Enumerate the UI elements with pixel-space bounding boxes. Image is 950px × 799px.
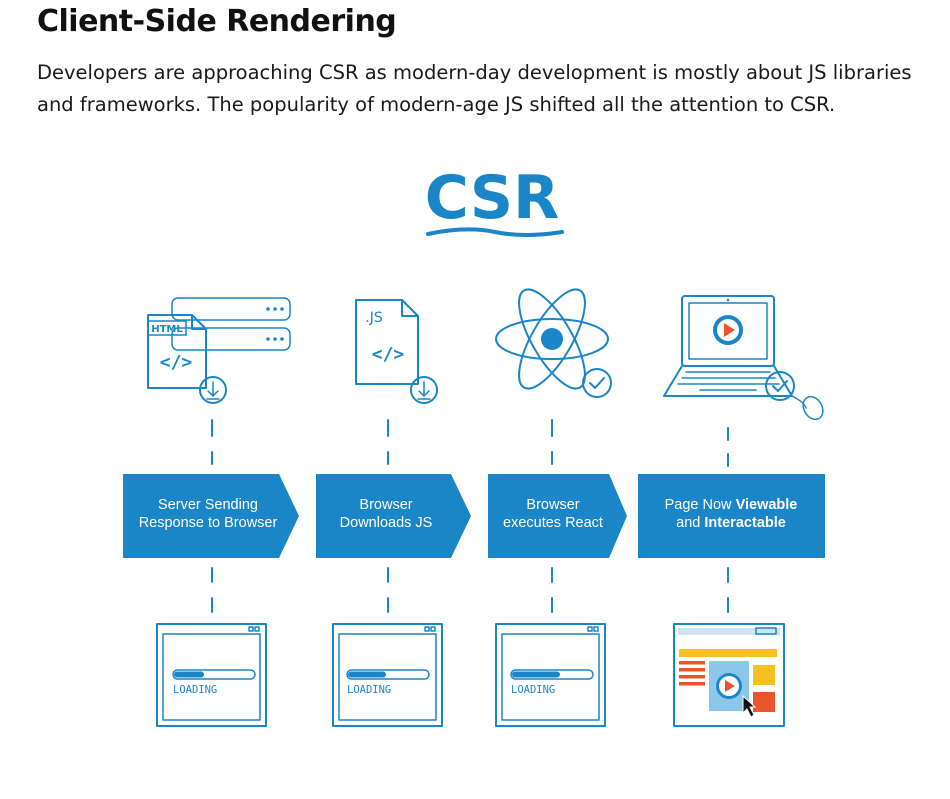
- step-4-line-1: Page Now Viewable: [665, 497, 798, 513]
- laptop-video-icon: [663, 295, 824, 421]
- step-banner-4: Page Now Viewable and Interactable: [638, 474, 825, 558]
- js-file-tag: .JS: [365, 310, 383, 326]
- html-file-tag: HTML: [151, 324, 183, 335]
- connectors-bottom: [211, 567, 729, 613]
- step-1-line-1: Server Sending: [158, 497, 258, 513]
- rendered-page-icon: [673, 623, 785, 727]
- loading-label-1: LOADING: [173, 684, 217, 696]
- connectors-top: [211, 419, 729, 467]
- step-2-line-1: Browser: [359, 497, 412, 513]
- html-file-download-icon: HTML </>: [147, 297, 291, 404]
- step-banner-3: Browser executes React: [488, 474, 627, 558]
- step-4-line-2: and Interactable: [676, 515, 786, 531]
- step-3-line-1: Browser: [526, 497, 579, 513]
- js-code-tag: </>: [372, 344, 405, 365]
- loading-label-2: LOADING: [347, 684, 391, 696]
- step-banner-2: Browser Downloads JS: [316, 474, 471, 558]
- html-code-tag: </>: [160, 352, 193, 373]
- step-3-line-2: executes React: [503, 515, 603, 531]
- title-underline: [426, 227, 564, 237]
- loading-screen-1: LOADING: [156, 623, 267, 727]
- loading-label-3: LOADING: [511, 684, 555, 696]
- js-file-download-icon: .JS </>: [355, 299, 438, 404]
- loading-screen-2: LOADING: [332, 623, 443, 727]
- react-atom-icon: [495, 288, 612, 398]
- step-banner-1: Server Sending Response to Browser: [123, 474, 299, 558]
- csr-diagram: CSR HTML </> .JS </>: [0, 140, 950, 799]
- diagram-title: CSR: [425, 163, 560, 233]
- section-paragraph: Developers are approaching CSR as modern…: [37, 61, 912, 116]
- csr-diagram-svg: CSR HTML </> .JS </>: [123, 163, 825, 727]
- loading-screen-3: LOADING: [495, 623, 606, 727]
- step-1-line-2: Response to Browser: [139, 515, 278, 531]
- step-2-line-2: Downloads JS: [340, 515, 433, 531]
- section-heading: Client-Side Rendering: [37, 4, 397, 39]
